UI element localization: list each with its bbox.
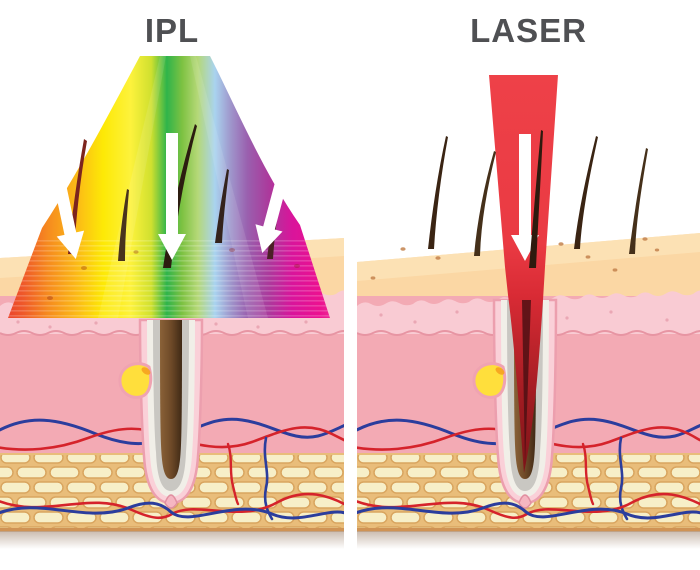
ipl-arrows: [43, 128, 301, 260]
red-vessel: [357, 426, 700, 451]
fat-blood-vessels: [357, 492, 700, 520]
fat-blood-vessels: [0, 492, 344, 520]
ipl-title: IPL: [144, 12, 200, 49]
ipl-panel: IPL: [0, 0, 344, 570]
epidermis-dots: [379, 310, 669, 324]
surface-pores: [47, 248, 300, 300]
down-arrow-icon: [43, 133, 85, 260]
blue-vessel: [357, 417, 700, 446]
laser-core-dark: [522, 300, 531, 465]
hairs: [428, 130, 648, 268]
fat-bottom-edge: [357, 528, 700, 532]
sebaceous-gland: [118, 362, 153, 399]
down-arrow-icon: [158, 133, 186, 260]
hair: [529, 130, 543, 268]
red-vessel-branch: [226, 442, 240, 506]
hair: [629, 148, 648, 254]
blue-vessel: [357, 501, 700, 520]
laser-illustration: [357, 75, 700, 549]
epidermis-dots: [16, 320, 308, 329]
down-arrow-icon: [255, 128, 301, 254]
hair: [428, 136, 448, 249]
dermal-papilla: [518, 494, 532, 509]
fat-bottom-edge: [0, 528, 344, 532]
laser-title: LASER: [470, 12, 587, 49]
hair-follicle: [118, 318, 204, 509]
red-vessel: [0, 426, 344, 451]
panel-drop-shadow: [0, 531, 344, 549]
ipl-illustration: [0, 56, 344, 549]
laser-arrow: [511, 134, 539, 261]
hair: [474, 151, 496, 256]
hair: [118, 189, 129, 261]
laser-panel: LASER: [357, 0, 700, 570]
panel-drop-shadow: [357, 531, 700, 549]
hair: [215, 169, 229, 243]
hair: [574, 136, 598, 249]
dermal-papilla: [164, 494, 178, 509]
blue-vessel: [0, 501, 344, 520]
hair-shaft: [160, 320, 182, 479]
down-arrow-icon: [511, 134, 539, 261]
sebaceous-gland: [472, 362, 507, 399]
red-vessel-branch: [581, 442, 595, 506]
